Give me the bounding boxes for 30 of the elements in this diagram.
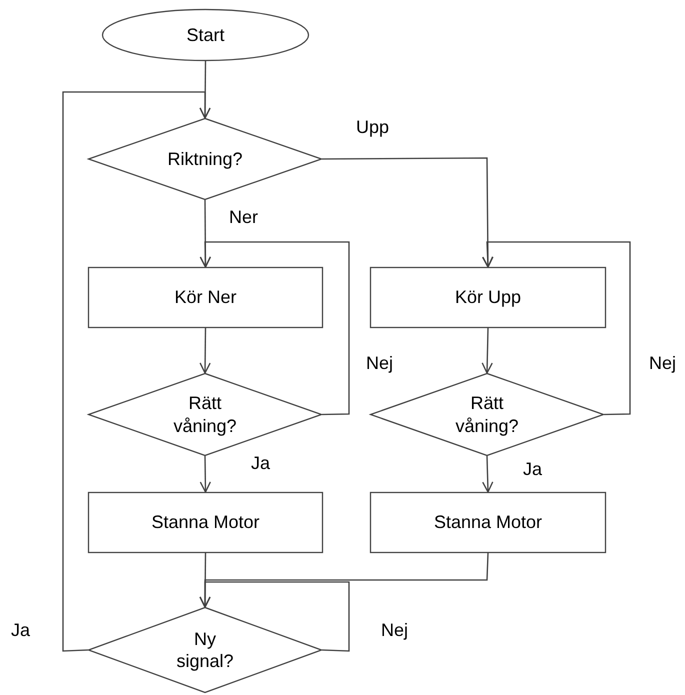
process-box [88,267,323,328]
node-label: Kör Ner [174,286,236,309]
arrow [199,581,350,652]
node-label: Rätt våning? [172,392,238,437]
node-label: Stanna Motor [434,511,542,534]
node-label: Kör Upp [454,286,522,309]
process-box [370,267,606,328]
process-box [88,492,323,553]
node-label: Rätt våning? [454,392,520,437]
arrow [322,157,494,268]
arrow [200,241,350,416]
arrow [199,328,211,374]
arrow [482,456,494,493]
arrow [200,456,211,493]
node-label: Riktning? [167,148,243,170]
node-label: Ny signal? [175,628,235,672]
decision-diamond [88,118,322,200]
edge-label: Nej [365,353,394,374]
edge-label: Nej [380,620,410,641]
node-label: Start [186,24,224,46]
decision-diamond [370,373,604,456]
edge-label: Nej [648,353,678,374]
node-label: Stanna Motor [151,511,260,534]
arrow [482,241,631,416]
decision-diamond [88,373,322,456]
terminal-ellipse [102,9,309,61]
arrow [482,328,493,374]
decision-diamond [88,607,322,693]
process-box [370,492,606,553]
arrow [62,91,211,652]
